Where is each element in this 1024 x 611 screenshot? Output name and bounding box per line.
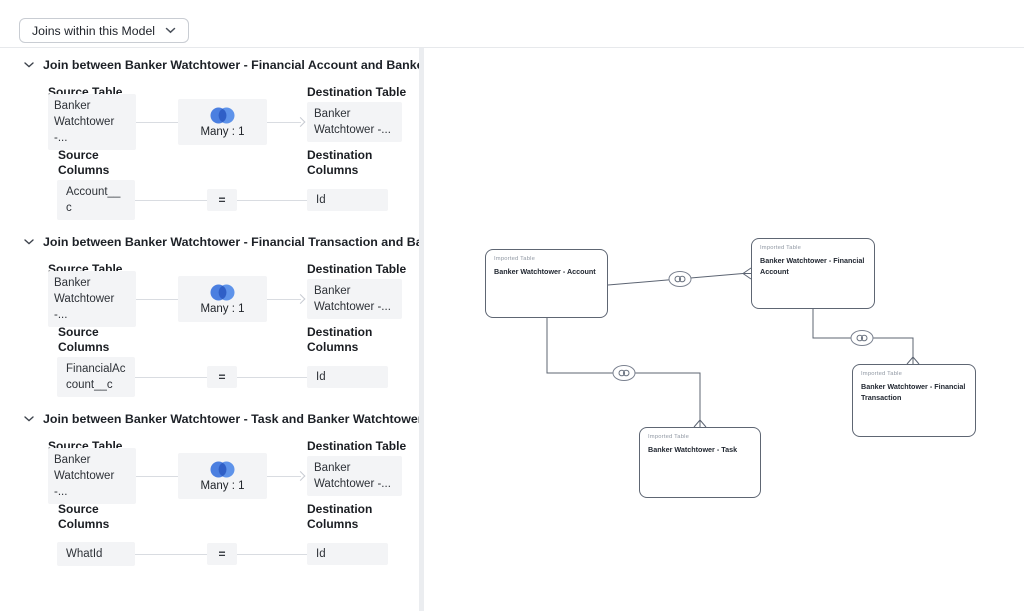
node-title: Banker Watchtower - Account xyxy=(494,267,596,276)
join-section-title: Join between Banker Watchtower - Financi… xyxy=(43,235,419,249)
model-diagram-canvas[interactable]: Imported Table Banker Watchtower - Accou… xyxy=(424,48,1024,611)
diagram-edges xyxy=(546,267,920,428)
crow-foot-icon xyxy=(693,419,707,428)
diagram-node-financial-account[interactable]: Imported Table Banker Watchtower - Finan… xyxy=(751,238,875,309)
column-join-row: WhatId = Id xyxy=(0,534,419,574)
destination-column-value: Id xyxy=(307,189,388,211)
join-section-task: Join between Banker Watchtower - Task an… xyxy=(0,412,419,584)
arrow-right-icon xyxy=(295,294,306,304)
destination-columns-label: Destination Columns xyxy=(307,502,373,531)
join-section-financial-account: Join between Banker Watchtower - Financi… xyxy=(0,58,419,230)
source-column-value: Account__c xyxy=(57,180,135,220)
cardinality-label: Many : 1 xyxy=(200,479,245,492)
node-type-label: Imported Table xyxy=(861,371,903,377)
node-title: Banker Watchtower - Financial Account xyxy=(760,256,865,276)
destination-table-value: Banker Watchtower -... xyxy=(307,456,402,496)
toolbar-divider xyxy=(0,47,1024,48)
node-type-label: Imported Table xyxy=(494,256,536,262)
source-column-value: WhatId xyxy=(57,542,135,566)
node-title: Banker Watchtower - Task xyxy=(648,445,738,454)
node-type-label: Imported Table xyxy=(648,434,690,440)
join-section-header[interactable]: Join between Banker Watchtower - Task an… xyxy=(24,412,419,426)
cardinality-label: Many : 1 xyxy=(200,302,245,315)
source-columns-label: Source Columns xyxy=(58,502,110,531)
connector-line xyxy=(267,122,301,123)
crow-foot-icon xyxy=(742,267,752,280)
join-venn-icon xyxy=(210,284,235,300)
arrow-right-icon xyxy=(295,471,306,481)
joins-filter-dropdown[interactable]: Joins within this Model xyxy=(19,18,190,43)
diagram-node-financial-transaction[interactable]: Imported Table Banker Watchtower - Finan… xyxy=(852,364,976,437)
connector-line xyxy=(135,377,207,378)
cardinality-chip: Many : 1 xyxy=(178,453,267,499)
arrow-right-icon xyxy=(295,117,306,127)
join-section-financial-transaction: Join between Banker Watchtower - Financi… xyxy=(0,235,419,407)
destination-columns-label: Destination Columns xyxy=(307,325,373,354)
node-type-label: Imported Table xyxy=(760,245,802,251)
destination-column-value: Id xyxy=(307,366,388,388)
join-badge[interactable] xyxy=(850,330,874,346)
column-join-row: FinancialAccount__c = Id xyxy=(0,357,419,397)
join-venn-icon xyxy=(210,461,235,477)
destination-table-label: Destination Table xyxy=(307,439,407,453)
join-section-header[interactable]: Join between Banker Watchtower - Financi… xyxy=(24,58,419,72)
connector-line xyxy=(237,554,307,555)
destination-table-label: Destination Table xyxy=(307,262,407,276)
source-table-value: Banker Watchtower -... xyxy=(48,448,136,504)
connector-line xyxy=(135,554,207,555)
diagram-node-account[interactable]: Imported Table Banker Watchtower - Accou… xyxy=(485,249,608,318)
connector-line xyxy=(136,476,178,477)
connector-line xyxy=(135,200,207,201)
connector-line xyxy=(237,377,307,378)
chevron-down-icon[interactable] xyxy=(24,62,34,68)
diagram-node-task[interactable]: Imported Table Banker Watchtower - Task xyxy=(639,427,761,498)
join-section-title: Join between Banker Watchtower - Task an… xyxy=(43,412,419,426)
joins-panel: Join between Banker Watchtower - Financi… xyxy=(0,48,419,611)
join-badge[interactable] xyxy=(612,365,636,381)
toolbar: Joins within this Model xyxy=(0,0,1024,48)
source-table-value: Banker Watchtower -... xyxy=(48,94,136,150)
table-join-row: Banker Watchtower -... Many : 1 Banker W… xyxy=(0,94,419,150)
destination-column-value: Id xyxy=(307,543,388,565)
join-badge[interactable] xyxy=(668,271,692,287)
table-join-row: Banker Watchtower -... Many : 1 Banker W… xyxy=(0,448,419,504)
chevron-down-icon xyxy=(165,27,176,34)
column-join-row: Account__c = Id xyxy=(0,180,419,220)
equals-operator: = xyxy=(207,189,237,211)
connector-line xyxy=(136,122,178,123)
joins-filter-label: Joins within this Model xyxy=(32,23,156,38)
crow-foot-icon xyxy=(906,356,920,365)
destination-table-value: Banker Watchtower -... xyxy=(307,102,402,142)
chevron-down-icon[interactable] xyxy=(24,239,34,245)
source-columns-label: Source Columns xyxy=(58,325,110,354)
connector-line xyxy=(237,200,307,201)
destination-table-value: Banker Watchtower -... xyxy=(307,279,402,319)
source-columns-label: Source Columns xyxy=(58,148,110,177)
source-table-value: Banker Watchtower -... xyxy=(48,271,136,327)
source-column-value: FinancialAccount__c xyxy=(57,357,135,397)
cardinality-chip: Many : 1 xyxy=(178,99,267,145)
join-venn-icon xyxy=(210,107,235,123)
chevron-down-icon[interactable] xyxy=(24,416,34,422)
connector-line xyxy=(267,476,301,477)
cardinality-label: Many : 1 xyxy=(200,125,245,138)
connector-line xyxy=(267,299,301,300)
equals-operator: = xyxy=(207,543,237,565)
cardinality-chip: Many : 1 xyxy=(178,276,267,322)
equals-operator: = xyxy=(207,366,237,388)
joins-panel-scrollbar[interactable] xyxy=(419,48,424,611)
table-join-row: Banker Watchtower -... Many : 1 Banker W… xyxy=(0,271,419,327)
destination-table-label: Destination Table xyxy=(307,85,407,99)
node-title: Banker Watchtower - Financial Transactio… xyxy=(861,382,966,402)
connector-line xyxy=(136,299,178,300)
join-section-header[interactable]: Join between Banker Watchtower - Financi… xyxy=(24,235,419,249)
destination-columns-label: Destination Columns xyxy=(307,148,373,177)
join-section-title: Join between Banker Watchtower - Financi… xyxy=(43,58,419,72)
